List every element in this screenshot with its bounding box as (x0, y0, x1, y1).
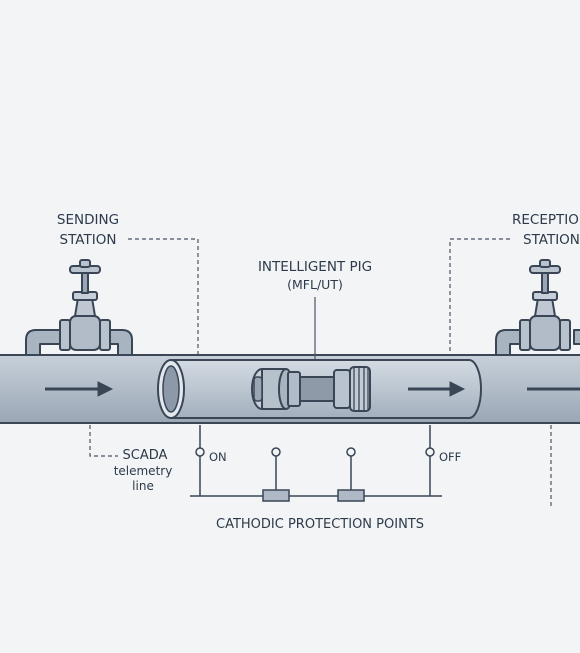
switch-off-label: OFF (439, 450, 461, 464)
flow-arrow-icon (408, 381, 466, 397)
sending-valve-icon (25, 259, 133, 356)
sending-station-label-line2: STATION (60, 232, 117, 248)
cathodic-circuit (190, 425, 442, 497)
reception-station-label-line1: RECEPTION (512, 212, 580, 228)
cathodic-anode-icon (262, 489, 290, 502)
cathodic-protection-label: CATHODIC PROTECTION POINTS (216, 517, 424, 532)
pig-subtitle: (MFL/UT) (287, 277, 343, 292)
inline-inspection-pig-icon (251, 366, 371, 412)
pig-title: INTELLIGENT PIG (258, 259, 372, 275)
callout-lines (89, 238, 552, 508)
scada-label-line3: line (132, 479, 154, 493)
cathodic-anode-icon (337, 489, 365, 502)
scada-label-line1: SCADA (123, 448, 168, 463)
flow-arrow-icon (45, 381, 114, 397)
switch-on-label: ON (209, 450, 227, 464)
sending-station-label-line1: SENDING (57, 212, 119, 228)
reception-station-label-line2: STATION (523, 232, 580, 248)
scada-label-line2: telemetry (114, 464, 173, 478)
reception-valve-icon (495, 259, 580, 356)
